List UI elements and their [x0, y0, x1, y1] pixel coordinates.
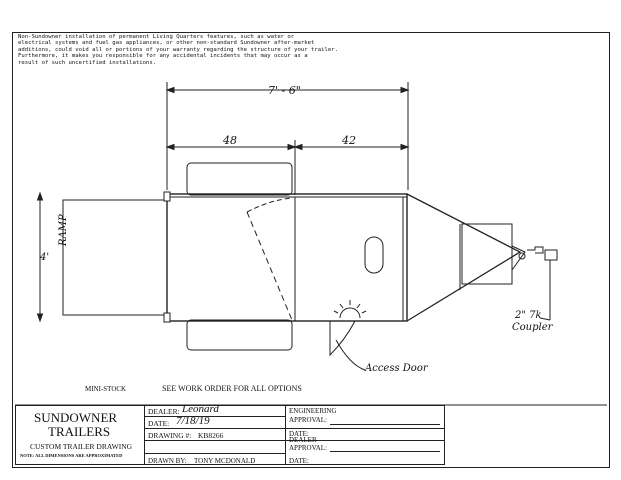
date-label: DATE:	[148, 419, 170, 428]
model-name: MINI-STOCK	[85, 385, 127, 393]
disclaimer-line: Furthermore, it makes you responsible fo…	[18, 53, 308, 60]
drawing-number-value: KB8266	[198, 431, 224, 440]
engineering-date-label: DATE:	[289, 430, 309, 438]
drawn-by-label: DRAWN BY:	[148, 457, 187, 465]
date-value: 7/18/19	[176, 415, 210, 427]
access-door-leader	[335, 339, 366, 371]
drawing-type: CUSTOM TRAILER DRAWING	[30, 442, 133, 451]
fender-bottom	[186, 319, 293, 351]
dealer-approval-label: DEALER	[289, 436, 317, 444]
dealer-label: DEALER:	[148, 407, 180, 416]
company-name-line1: SUNDOWNER	[34, 410, 118, 425]
jack-icon	[544, 249, 558, 261]
access-door-label: Access Door	[365, 363, 428, 374]
disclaimer-line: additions, could void all or portions of…	[18, 46, 338, 53]
trailer-body	[166, 193, 408, 322]
access-door	[329, 320, 356, 357]
dealer-date-label: DATE:	[289, 457, 309, 465]
dealer-value: Leonard	[182, 403, 219, 415]
sheet-border	[12, 32, 610, 468]
arrow-right	[400, 86, 410, 94]
jack-handle	[527, 246, 544, 254]
drawn-by-value: TONY MCDONALD	[194, 457, 256, 465]
coupler-size-label: 2" 7k	[515, 310, 542, 321]
coupler-ball	[518, 252, 526, 260]
disclaimer-line: Non-Sundowner installation of permanent …	[18, 34, 295, 40]
disclaimer-line: result of such uncertified installations…	[18, 59, 157, 66]
dimensions-note: NOTE: ALL DIMENSIONS ARE APPROXIMATED	[20, 453, 123, 458]
company-name-line2: TRAILERS	[48, 424, 111, 439]
vent-window	[364, 236, 384, 274]
drawing-number-label: DRAWING #:	[148, 431, 192, 440]
hinge-bottom	[163, 312, 171, 323]
engineering-label: ENGINEERING	[289, 407, 337, 415]
arrow-left	[165, 86, 175, 94]
ramp-outline	[62, 199, 168, 316]
door-swing-arc	[246, 197, 293, 213]
tongue-box	[461, 223, 513, 285]
tongue-frame	[406, 193, 522, 322]
disclaimer-line: electrical systems and fuel gas applianc…	[18, 40, 315, 47]
door-swing-line	[246, 211, 293, 321]
engineering-approval-label: APPROVAL:	[289, 416, 327, 424]
overall-length-label: 7' - 6"	[268, 84, 301, 97]
fender-top	[186, 162, 293, 196]
dome-light	[339, 307, 361, 319]
dealer-approval-sub-label: APPROVAL:	[289, 444, 327, 452]
rear-section-dimension: 42	[342, 134, 356, 147]
coupler-label: Coupler	[512, 322, 553, 333]
options-note: SEE WORK ORDER FOR ALL OPTIONS	[162, 384, 302, 393]
disclaimer-note: Non-Sundowner installation of permanent …	[18, 34, 378, 66]
hinge-top	[163, 191, 171, 202]
width-dimension: 4'	[40, 252, 50, 263]
front-section-dimension: 48	[223, 134, 237, 147]
ramp-label: RAMP	[58, 214, 69, 246]
